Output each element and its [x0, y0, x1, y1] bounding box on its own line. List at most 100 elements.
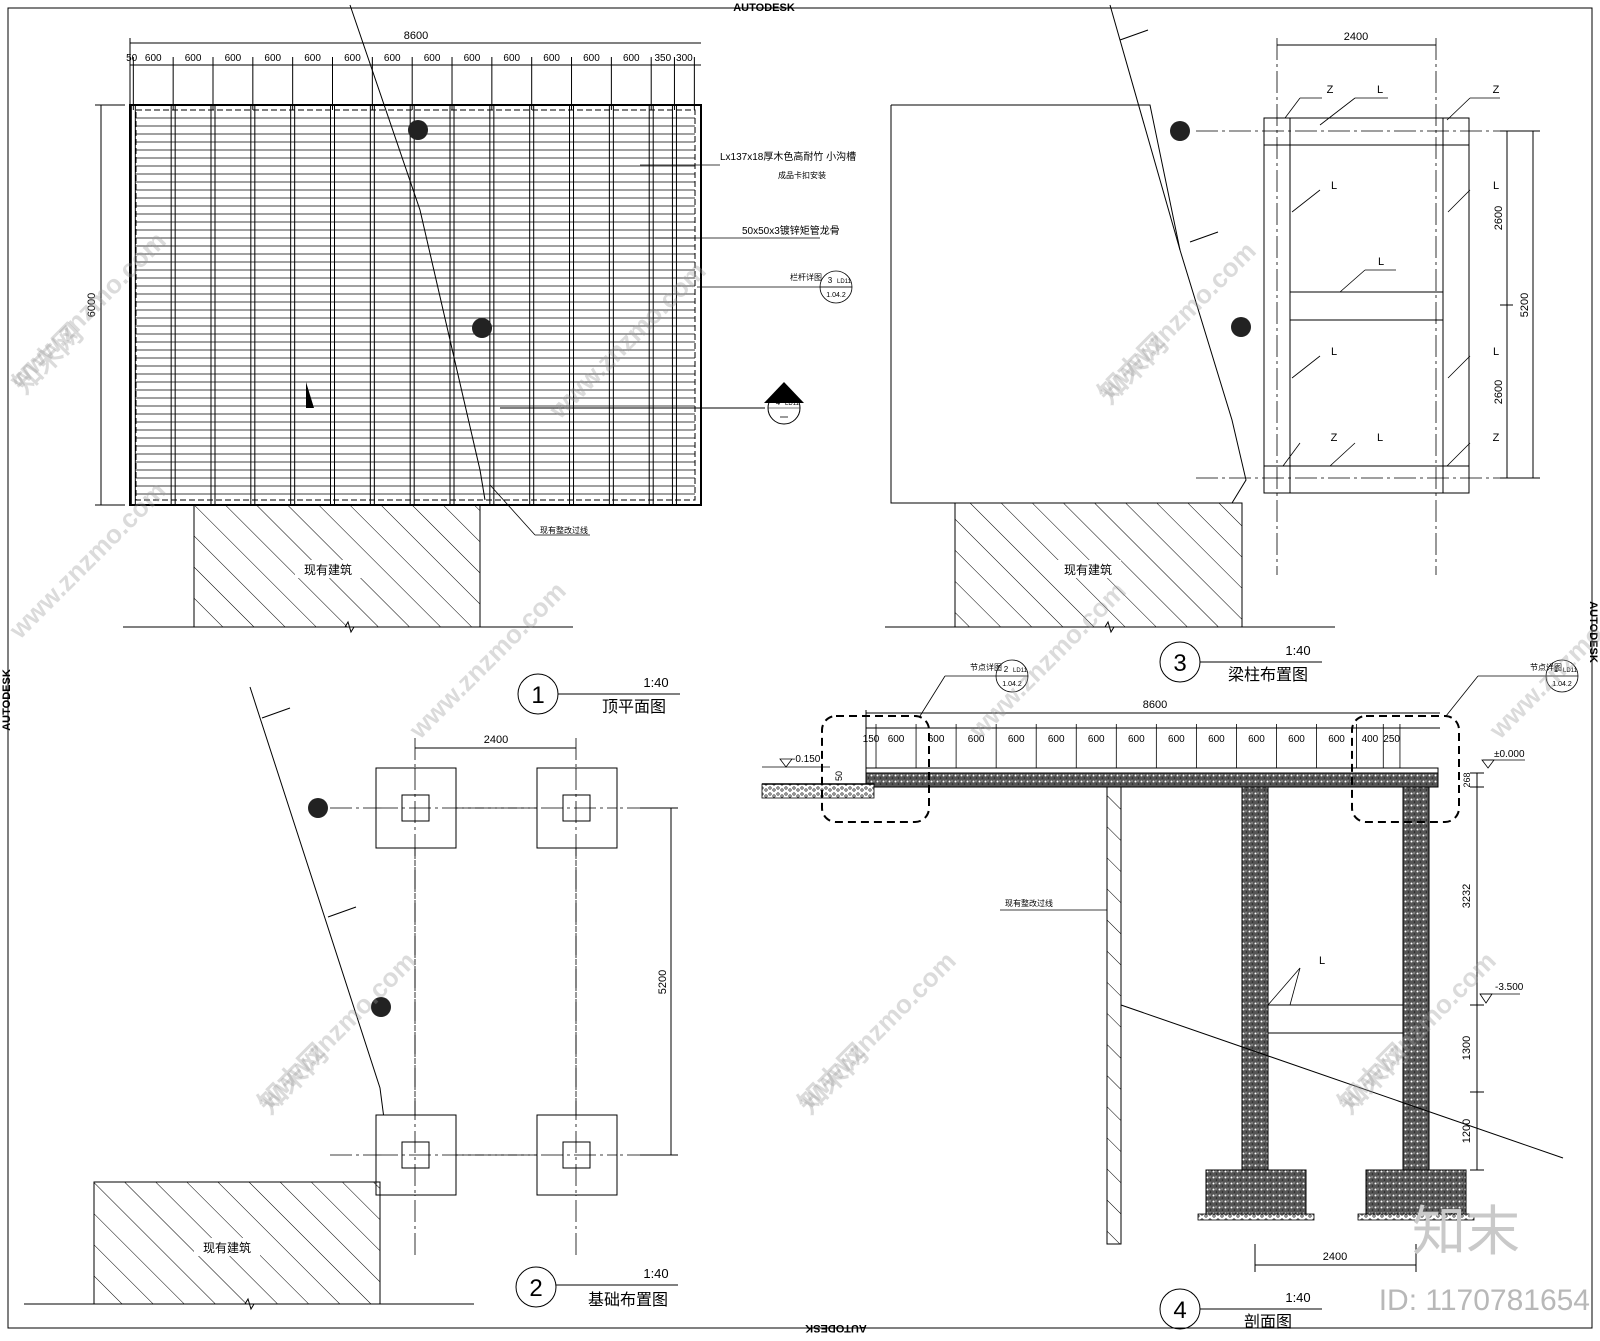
plan3-member-labels: Z L Z L L L L L Z L Z	[1282, 84, 1500, 467]
plan4-column-1	[1241, 786, 1269, 1171]
plan1-existing-building-label: 现有建筑	[304, 562, 352, 577]
plan1-note-keel: 50x50x3镀锌矩管龙骨	[742, 224, 840, 237]
plan3-label-l1: L	[1377, 84, 1383, 96]
plan3-frame-inner	[1289, 117, 1444, 494]
plan3-leader-l5	[1291, 355, 1321, 379]
plan3-dim-upper: 2600	[1493, 206, 1505, 230]
brand-bottom: AUTODESK	[805, 1322, 867, 1334]
plan1-seg-dim: 600	[304, 53, 321, 64]
plan4-seg-dim: 600	[1208, 734, 1225, 745]
plan3-existing-building-label: 现有建筑	[1064, 562, 1112, 577]
plan4-leader-node-right	[1445, 675, 1479, 717]
watermark-name-5: 知末网	[1332, 1037, 1414, 1119]
plan4-node-label-left: 节点详图	[970, 662, 1002, 672]
plan4-node-ref-right-num: 1	[1554, 665, 1559, 674]
plan4-footing-base-1	[1197, 1213, 1315, 1221]
plan2-tree-2	[371, 997, 391, 1017]
plan1-railing-ref-num: 3	[828, 276, 833, 285]
plan1-section-ref-arrow	[764, 382, 804, 403]
plan4-seg-dim: 600	[1008, 734, 1025, 745]
plan4-ground-fill	[761, 783, 875, 799]
plan1-seg-dim: 600	[503, 53, 520, 64]
plan4-dim-top: 268	[1462, 772, 1472, 787]
plan3-leader-l2	[1291, 189, 1321, 213]
plan2-tree-1	[308, 798, 328, 818]
plan1-seg-dim: 600	[464, 53, 481, 64]
plan1-note-railing: 栏杆详图	[790, 272, 822, 282]
plan1-seg-dim: 600	[225, 53, 242, 64]
plan4-seg-dim: 600	[1288, 734, 1305, 745]
plan1-tree-2	[472, 318, 492, 338]
plan4-node-box-left	[821, 715, 930, 823]
plan3-width-dim: 2400	[1344, 31, 1368, 43]
watermark-name-3: 知末网	[252, 1037, 334, 1119]
plan4-level-mid: -3.500	[1495, 982, 1524, 993]
plan3-label-l3: L	[1493, 180, 1499, 192]
plan1-railing-ref-page: 1.04.2	[826, 292, 846, 299]
plan1-total-dim: 8600	[404, 30, 428, 42]
plan2-scale: 1:40	[643, 1266, 668, 1281]
plan1-seg-dim: 600	[344, 53, 361, 64]
plan4-node-ref-left-sheet: LD11	[1013, 668, 1028, 674]
plan1-existing-building	[193, 504, 481, 628]
plan4-seg-dim: 600	[888, 734, 905, 745]
plan3-dim-lower: 2600	[1493, 380, 1505, 404]
brand-left: AUTODESK	[1, 669, 13, 731]
plan1-seg-dim: 600	[384, 53, 401, 64]
plan4-node-ref-right-page: 1.04.2	[1552, 681, 1572, 688]
watermark-name-2: 知末网	[1092, 327, 1174, 409]
plan1-scale: 1:40	[643, 675, 668, 690]
plan4-level-mid-marker	[1479, 993, 1493, 1004]
plan3-leader-l6	[1447, 355, 1471, 379]
plan4-footing-2	[1365, 1169, 1467, 1215]
plan1-decking	[136, 117, 695, 495]
plan3-building-label-bg	[1055, 560, 1121, 578]
plan3-label-l7: L	[1377, 432, 1383, 444]
plan4-title: 剖面图	[1244, 1313, 1292, 1331]
plan1-seg-dim: 600	[583, 53, 600, 64]
plan2-wall-tick-2	[327, 906, 357, 918]
plan1-note-decking-2: 成品卡扣安装	[778, 170, 826, 180]
plan4-level-left: -0.150	[792, 754, 821, 765]
watermark-text-10: www.znzmo.com	[1482, 576, 1600, 745]
plan3-beam-column-plan: 2400 2600 2600 5200 Z L Z L L L L	[885, 4, 1540, 684]
plan1-seg-dim: 50	[126, 53, 138, 64]
plan2-wall-line	[249, 686, 393, 1196]
plan4-seg-dim: 600	[968, 734, 985, 745]
plan4-seg-dim: 400	[1362, 734, 1379, 745]
plan4-dim-2400: 2400	[1323, 1251, 1347, 1263]
watermark-id: ID: 1170781654	[1379, 1284, 1590, 1317]
plan4-dim-1200: 1200	[1461, 1119, 1473, 1143]
plan4-seg-dim: 150	[863, 734, 880, 745]
plan3-dim-height: 5200	[1519, 293, 1531, 317]
plan4-scale: 1:40	[1285, 1290, 1310, 1305]
plan2-break-mark	[244, 1297, 255, 1311]
plan1-seg-dim: 600	[185, 53, 202, 64]
plan3-tree-1	[1170, 121, 1190, 141]
plan1-break-mark	[344, 620, 355, 634]
watermark-logo: 知末	[1412, 1202, 1520, 1262]
plan4-existing-wall	[1106, 786, 1122, 1245]
plan1-building-label-bg	[295, 560, 361, 578]
watermark-text-4: www.znzmo.com	[2, 476, 171, 645]
plan4-seg-dim: 600	[1168, 734, 1185, 745]
plan4-leader-beam-1	[1267, 967, 1301, 1006]
plan4-level-top-marker	[1481, 759, 1495, 769]
plan1-keels	[130, 105, 677, 505]
plan1-seg-dim: 600	[145, 53, 162, 64]
plan4-seg-dim: 600	[1048, 734, 1065, 745]
brand-right: AUTODESK	[1587, 601, 1599, 663]
plan2-existing-building-label: 现有建筑	[203, 1240, 251, 1255]
plan4-node-label-right: 节点详图	[1530, 662, 1562, 672]
plan4-seg-dim: 600	[1128, 734, 1145, 745]
plan2-wall-tick-1	[261, 707, 291, 719]
plan4-node-ref-left-page: 1.04.2	[1002, 681, 1022, 688]
plan1-note-decking: Lx137x18厚木色高耐竹 小沟槽	[720, 150, 856, 163]
plan4-sloped-line	[1120, 1004, 1564, 1159]
plan3-label-l6: L	[1493, 346, 1499, 358]
plan1-leader-existing-wall	[489, 484, 536, 536]
plan3-wall-tick-2	[1189, 231, 1219, 243]
